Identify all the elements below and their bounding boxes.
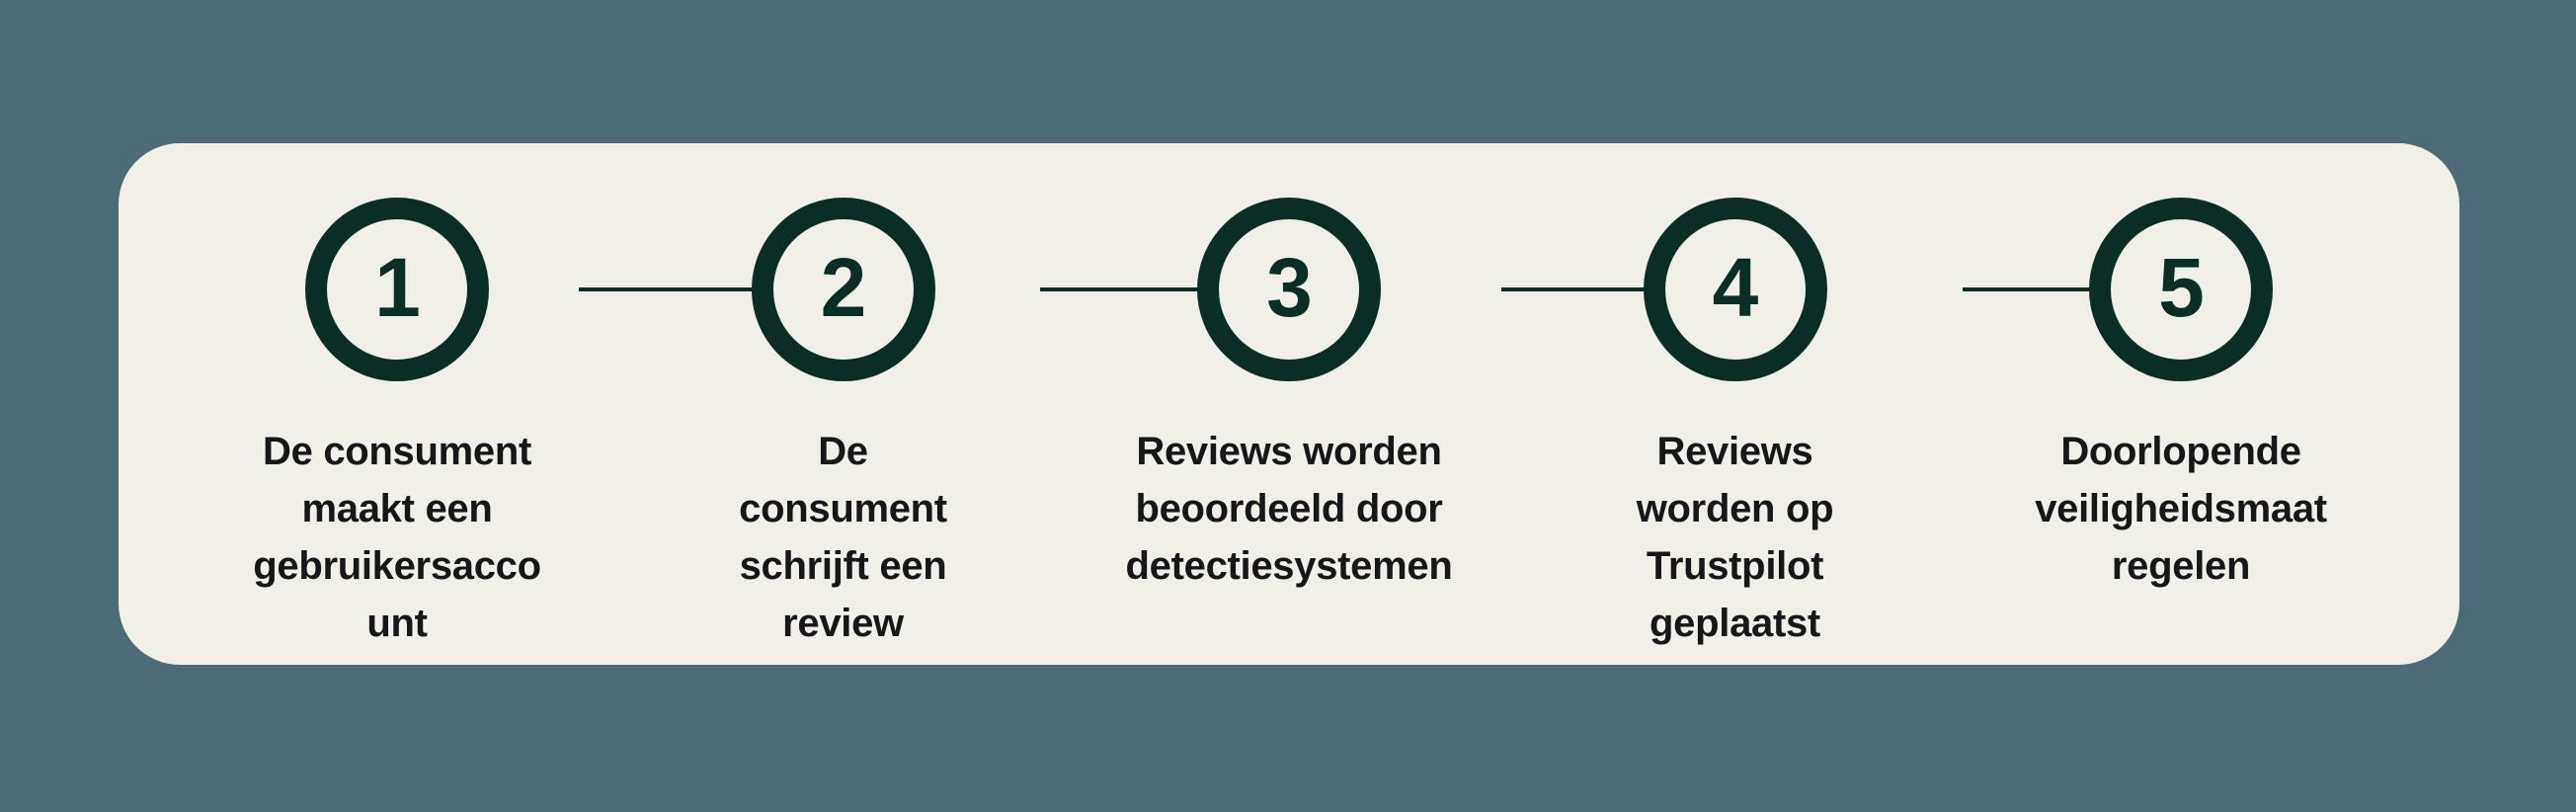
step-number-4: 4: [1712, 241, 1759, 334]
step-badge-4: 4: [1641, 198, 1829, 388]
step-number-3: 3: [1266, 241, 1313, 334]
step-item-5: 5 Doorlopende veiligheidsmaat regelen: [1979, 143, 2382, 595]
step-item-4: 4 Reviews worden op Trustpilot geplaatst: [1534, 143, 1937, 652]
circle-outline-icon: 2: [751, 198, 935, 381]
step-label-2: De consument schrijft een review: [739, 430, 947, 645]
step-item-1: 1 De consument maakt een gebruikersacco …: [196, 143, 599, 652]
circle-outline-icon: 3: [1197, 198, 1381, 381]
step-badge-1: 1: [303, 198, 491, 388]
step-number-1: 1: [374, 241, 421, 334]
circle-outline-icon: 4: [1643, 198, 1827, 381]
process-card: 1 De consument maakt een gebruikersacco …: [119, 143, 2459, 665]
step-label-5: Doorlopende veiligheidsmaat regelen: [2035, 430, 2327, 588]
step-label-3: Reviews worden beoordeeld door detecties…: [1125, 430, 1453, 588]
step-list: 1 De consument maakt een gebruikersacco …: [119, 143, 2459, 665]
step-number-2: 2: [820, 241, 867, 334]
connector-line-2-3: [1040, 287, 1317, 291]
step-item-2: 2 De consument schrijft een review: [642, 143, 1045, 652]
connector-line-3-4: [1501, 287, 1778, 291]
step-badge-2: 2: [749, 198, 937, 388]
step-label-1: De consument maakt een gebruikersacco un…: [253, 430, 541, 645]
step-badge-3: 3: [1195, 198, 1383, 388]
step-number-5: 5: [2158, 241, 2205, 334]
step-label-4: Reviews worden op Trustpilot geplaatst: [1636, 430, 1834, 645]
circle-outline-icon: 5: [2089, 198, 2273, 381]
connector-line-1-2: [579, 287, 855, 291]
step-badge-5: 5: [2087, 198, 2275, 388]
step-item-3: 3 Reviews worden beoordeeld door detecti…: [1087, 143, 1490, 595]
circle-outline-icon: 1: [305, 198, 489, 381]
